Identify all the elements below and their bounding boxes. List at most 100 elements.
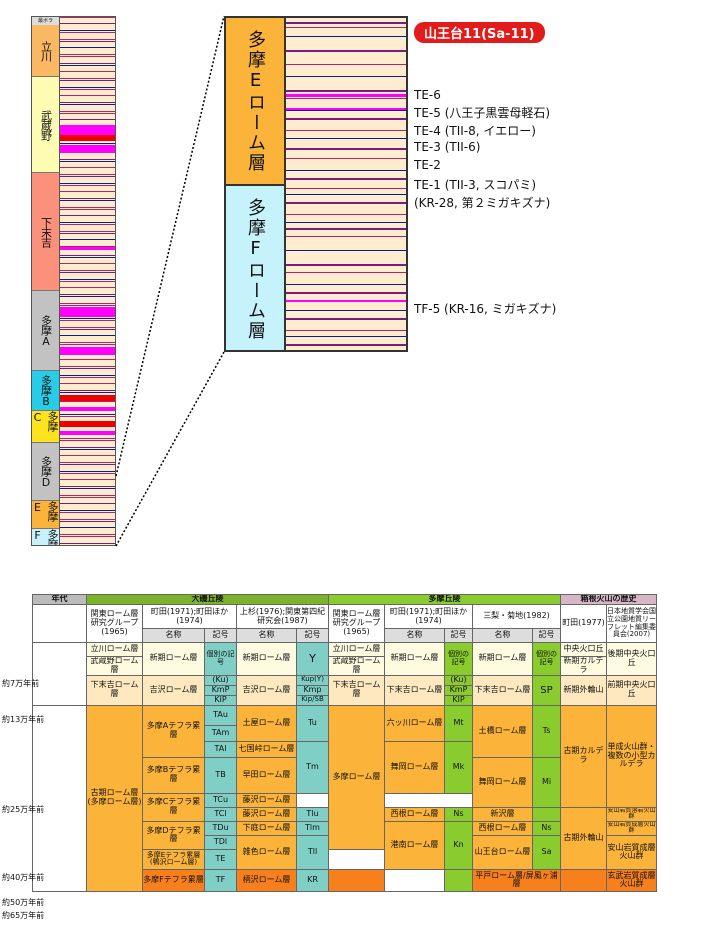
zoom-stripe (286, 76, 406, 77)
sym-TAl: TAl (204, 740, 237, 758)
tephra-label-0: TE-6 (414, 88, 441, 102)
region-omiya: 大磯丘陵 (86, 594, 329, 605)
left-stripe (60, 104, 115, 105)
sym-Tm: Tm (296, 740, 329, 794)
koki-chuo: 後期中央火口丘 (606, 642, 657, 676)
left-stripe (60, 329, 115, 330)
fujisawa: 藤沢ローム層 (236, 792, 297, 808)
zoom-stripe (286, 264, 406, 266)
chuo-kako: 中央火口丘 (560, 642, 607, 657)
left-stripe (60, 198, 115, 199)
left-unit-6: 多摩D (32, 443, 59, 501)
sym-KmP: KmP (204, 684, 237, 696)
age-header: 年代 (32, 594, 87, 605)
left-marker-stripe (60, 347, 115, 355)
sym-Tu: Tu (296, 704, 329, 742)
left-stripe (60, 71, 115, 72)
shimosueyoshi-1: 下末吉ローム層 (86, 674, 143, 706)
zoom-stripe (286, 250, 406, 251)
zatsushoku: 雑色ローム層 (236, 834, 297, 870)
sym-TAm: TAm (204, 724, 237, 742)
left-marker-stripe (60, 247, 115, 250)
zoom-stripe (286, 310, 406, 311)
shinki-4: 新期ローム層 (472, 642, 533, 676)
h-name-3: 名称 (384, 628, 445, 643)
zoom-unit-1: 多摩Fローム層 (226, 186, 284, 350)
sym-SP: SP (532, 674, 561, 706)
sym-Ns: Ns (444, 806, 473, 822)
left-stripe (60, 23, 115, 24)
tephra-label-4: TE-2 (414, 158, 441, 172)
left-stripe (60, 63, 115, 64)
h-sym-4: 記号 (532, 628, 561, 643)
tama-blank (328, 868, 385, 892)
left-stripe (60, 207, 115, 208)
sym-Ku: (Ku) (204, 674, 237, 686)
zoom-stripe (286, 170, 406, 171)
h-name-4: 名称 (472, 628, 533, 643)
left-stripe (60, 246, 115, 247)
src-jgs: 日本地質学会国立公園地質リーフレット編集委員会(2007) (606, 604, 657, 643)
age-cell-2 (32, 704, 87, 892)
sym-Ns2: Ns (532, 820, 561, 836)
sym-Y: Y (296, 642, 329, 676)
left-stripe (60, 473, 115, 474)
left-stripe (60, 224, 115, 225)
shimosueyoshi-4: 下末吉ローム層 (472, 674, 533, 706)
left-stripe (60, 449, 115, 450)
left-stripe (60, 464, 115, 465)
sym-Kup: Kup(Y) (296, 674, 329, 686)
left-stripe (60, 174, 115, 175)
tama-B: 多摩Bテフラ累層 (142, 756, 205, 794)
zoom-stripe (286, 148, 406, 150)
musashino-2: 武蔵野ローム層 (328, 656, 385, 676)
src-kanto-1: 関東ローム層研究グループ(1965) (86, 604, 143, 643)
zoom-stratigraphic-column: 多摩Eローム層多摩Fローム層 (224, 16, 408, 352)
left-unit-8: 多摩F (32, 529, 59, 545)
src-uesugi: 上杉(1976);関東第四紀研究会(1987) (236, 604, 329, 629)
left-top-label: 最ボラ (32, 17, 59, 25)
left-stripe (60, 377, 115, 378)
left-stripe (60, 95, 115, 96)
zoom-layer-stripes (286, 18, 406, 350)
zoom-stripe (286, 292, 406, 294)
left-stripe (60, 113, 115, 114)
stratigraphy-correlation-table: 年代 大磯丘陵 多摩丘陵 箱根火山の歴史 関東ローム層研究グループ(1965) … (32, 594, 657, 892)
sym-TCu: TCu (204, 792, 237, 808)
zoom-stripe (286, 90, 406, 92)
left-stripe (60, 30, 115, 31)
musashino: 武蔵野ローム層 (86, 656, 143, 676)
left-stripe (60, 294, 115, 295)
sym-Tlm: Tlm (296, 820, 329, 836)
koki: 古期ローム層(多摩ローム層) (86, 704, 143, 892)
left-stripe (60, 209, 115, 210)
sym-TDu: TDu (204, 820, 237, 836)
shinzawa: 新沢層 (472, 806, 533, 822)
left-stripe (60, 359, 115, 360)
sym-Mi: Mi (532, 756, 561, 808)
left-stripe (60, 512, 115, 513)
genbu: 玄武岩質成層火山群 (606, 868, 657, 892)
maioka: 舞岡ローム層 (384, 740, 445, 794)
age-label-2: 約13万年前 (2, 715, 45, 724)
h-name-2: 名称 (236, 628, 297, 643)
sample-site-label: 山王台11(Sa-11) (414, 22, 545, 43)
sym-Ts: Ts (532, 704, 561, 758)
left-stripe (60, 56, 115, 57)
left-stripe (60, 401, 115, 402)
left-stripe (60, 438, 115, 439)
zoom-stripe (286, 202, 406, 204)
left-stripe (60, 80, 115, 81)
kissawa-2: 吉沢ローム層 (236, 674, 297, 706)
left-stripe (60, 270, 115, 271)
sym-KlP: KlP (204, 694, 237, 706)
sym-Sa: Sa (532, 834, 561, 870)
sym-KipSB: Kip/SB (296, 694, 329, 706)
region-hakone: 箱根火山の歴史 (560, 594, 657, 605)
zoom-stripe (286, 188, 406, 189)
left-marker-stripe (60, 431, 115, 435)
left-stripe (60, 17, 115, 18)
left-stripe (60, 519, 115, 520)
left-stripe (60, 327, 115, 328)
left-stripe (60, 383, 115, 384)
